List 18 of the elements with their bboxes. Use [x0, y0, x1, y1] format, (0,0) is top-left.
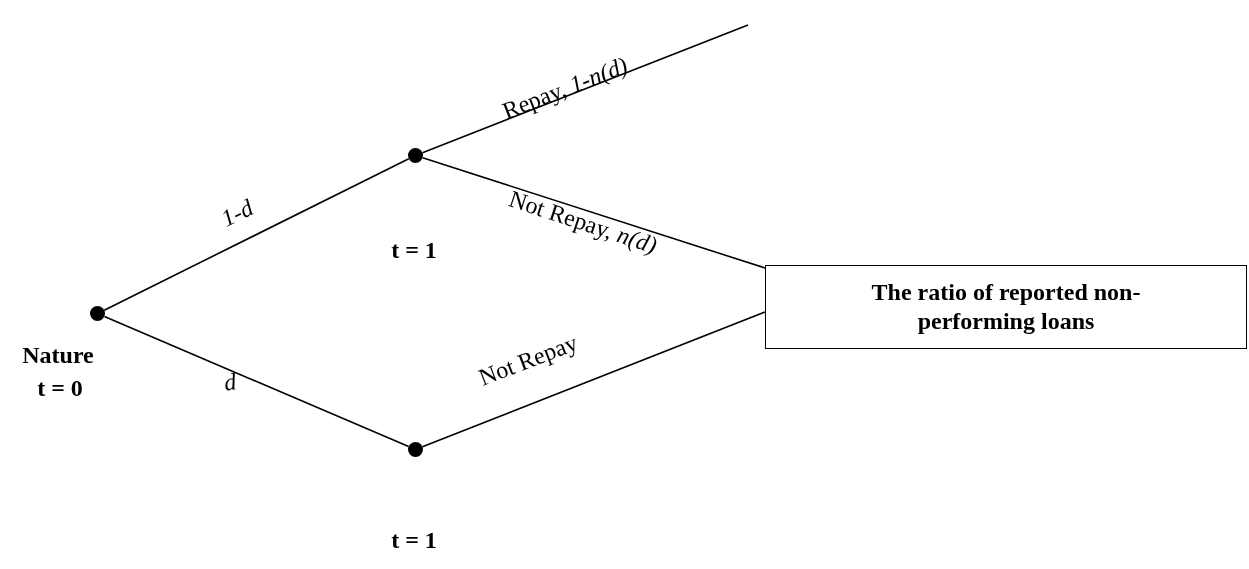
node-caption: t = 1 [391, 236, 437, 264]
decision-node-dot [408, 148, 423, 163]
branch-line [421, 157, 766, 269]
node-caption: t = 0 [37, 374, 83, 402]
text-box: The ratio of reported non-performing loans [765, 265, 1247, 349]
edge-label: Not Repay, n(d) [506, 186, 660, 258]
edge-label: 1-d [217, 195, 257, 231]
branch-line [421, 311, 766, 448]
branch-line [421, 24, 749, 154]
branch-line [103, 158, 410, 311]
decision-node-dot [90, 306, 105, 321]
node-caption: Nature [22, 341, 94, 369]
node-caption: t = 1 [391, 526, 437, 554]
edge-label: Not Repay [475, 330, 581, 390]
branch-line [103, 315, 410, 448]
edge-label: d [222, 369, 238, 395]
decision-node-dot [408, 442, 423, 457]
edge-label: Repay, 1-n(d) [499, 52, 631, 124]
